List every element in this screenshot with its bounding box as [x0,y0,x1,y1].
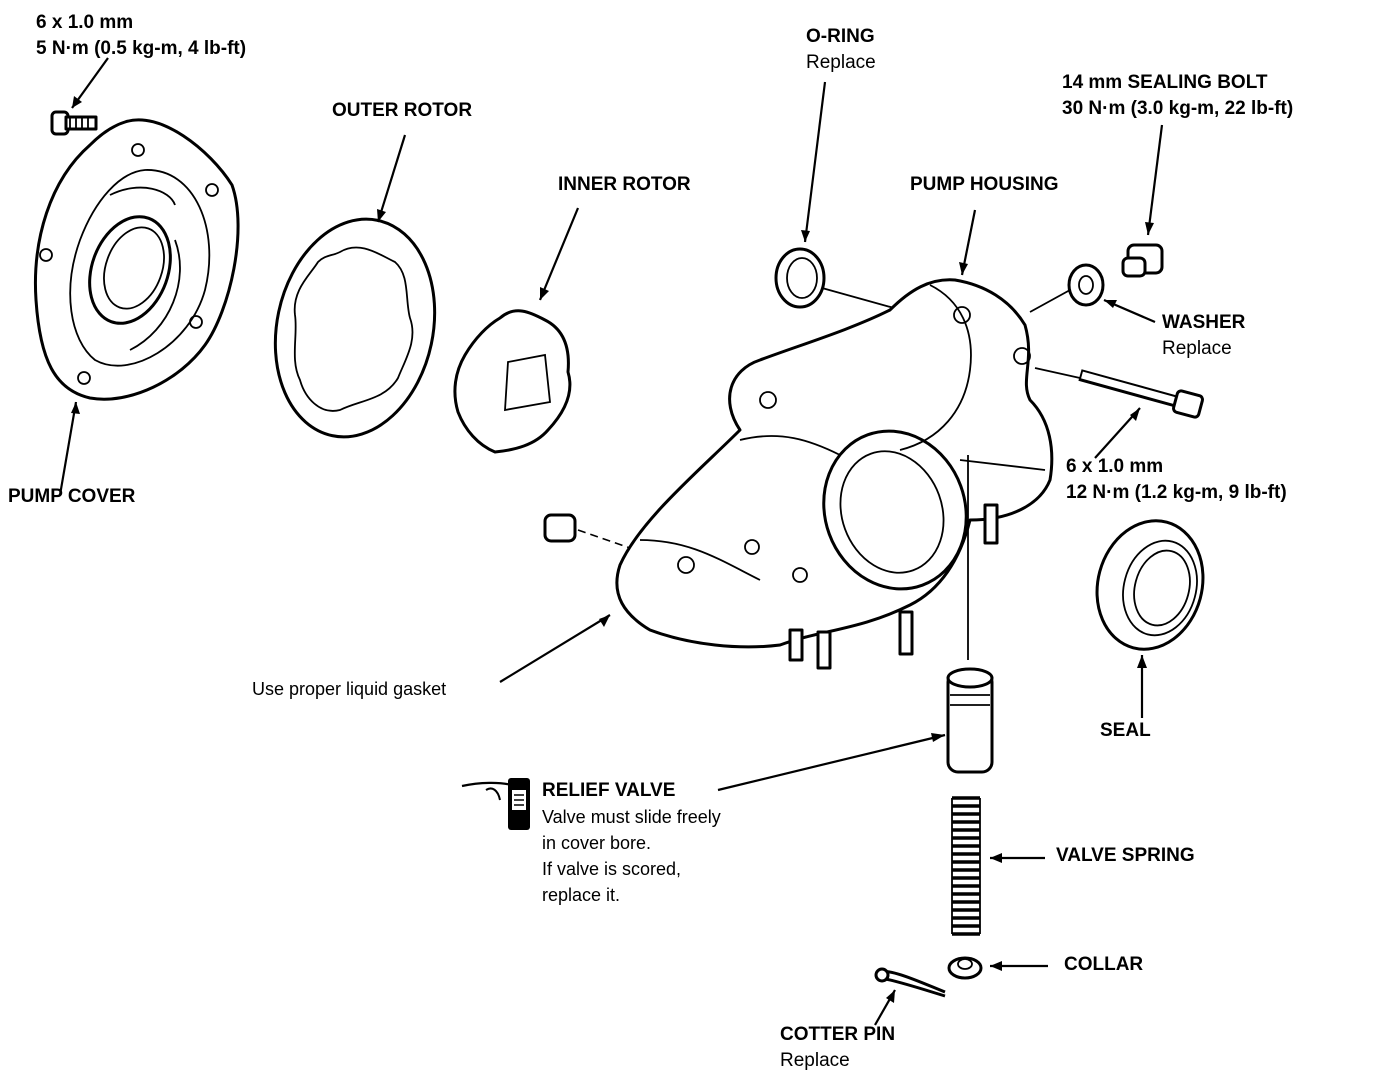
housing-bolt-alignment-line [1034,367,1081,379]
o-ring-note: Replace [806,52,876,73]
seal [1095,519,1205,651]
pump-cover-leader [58,401,78,496]
housing-bolt-arrowhead [1130,408,1140,421]
valve-spring-arrowhead [990,853,1002,863]
housing-studs [788,503,999,670]
relief-valve-title: RELIEF VALVE [542,780,676,801]
outer-rotor [273,217,437,439]
washer-title: WASHER [1162,312,1246,333]
inner-rotor [453,309,572,454]
liquid-gasket-arrowhead [599,615,610,627]
collar [947,956,983,980]
washer-note: Replace [1162,338,1232,359]
o-ring-title: O-RING [806,26,875,47]
outer-rotor-arrowhead [377,209,386,222]
sealing-bolt-arrowhead [1145,222,1154,235]
cover-bolt-arrowhead [72,96,82,108]
cotter-pin-arrowhead [886,990,895,1003]
pump-housing-label: PUMP HOUSING [910,174,1059,195]
inner-rotor-arrowhead [540,287,549,300]
relief-valve-note-4: replace it. [542,885,621,905]
inner-rotor-leader [538,207,580,301]
valve-spring [950,795,982,936]
housing-bolt-torque: 12 N·m (1.2 kg-m, 9 lb-ft) [1066,482,1287,503]
relief-valve [946,667,994,774]
relief-valve-note-1: Valve must slide freely [542,807,721,827]
collar-arrowhead [990,961,1002,971]
valve-spring-label: VALVE SPRING [1056,845,1195,866]
relief-valve-leader [717,733,946,792]
cover-bolt [50,110,98,136]
liquid-gasket-note: Use proper liquid gasket [252,679,447,699]
sealing-bolt [1121,243,1164,278]
pump-cover [33,118,240,401]
cotter-pin-title: COTTER PIN [780,1024,896,1045]
o-ring-leader [803,81,827,243]
seal-label: SEAL [1100,720,1151,741]
o-ring [774,247,826,309]
seal-arrowhead [1137,655,1147,668]
pump-housing [615,278,1054,649]
dowel-pin [543,513,577,543]
washer-alignment-line [1029,289,1071,313]
liquid-gasket-leader [499,614,611,683]
sealing-bolt-leader [1146,124,1164,236]
washer [1067,263,1105,307]
pump-cover-label: PUMP COVER [8,486,136,507]
housing-bolt-spec: 6 x 1.0 mm 12 N·m (1.2 kg-m, 9 lb-ft) [1066,454,1287,506]
cover-bolt-torque: 5 N·m (0.5 kg-m, 4 lb-ft) [36,38,247,59]
cover-bolt-spec: 6 x 1.0 mm 5 N·m (0.5 kg-m, 4 lb-ft) [36,10,246,62]
sealing-bolt-torque: 30 N·m (3.0 kg-m, 22 lb-ft) [1062,98,1294,119]
collar-label: COLLAR [1064,954,1144,975]
cotter-pin-note: Replace [780,1050,850,1071]
pump-housing-arrowhead [959,262,968,275]
outer-rotor-label: OUTER ROTOR [332,100,473,121]
o-ring-label: O-RING Replace [806,24,876,76]
relief-valve-arrowhead [931,733,945,742]
cover-bolt-size: 6 x 1.0 mm [36,12,134,33]
relief-valve-label: RELIEF VALVE Valve must slide freely in … [542,778,721,908]
relief-valve-note-2: in cover bore. [542,833,652,853]
oil-can-icon [461,778,530,830]
inner-rotor-label: INNER ROTOR [558,174,691,195]
sealing-bolt-spec: 14 mm SEALING BOLT 30 N·m (3.0 kg-m, 22 … [1062,70,1293,122]
cotter-pin [874,967,946,998]
cotter-pin-label: COTTER PIN Replace [780,1022,895,1074]
outer-rotor-leader [376,134,407,223]
housing-bolt [1078,369,1205,419]
dowel-pin-alignment-line [577,529,631,549]
housing-bolt-size: 6 x 1.0 mm [1066,456,1164,477]
washer-arrowhead [1104,300,1117,308]
pump-cover-arrowhead [71,402,80,414]
o-ring-arrowhead [801,230,810,242]
relief-valve-note-3: If valve is scored, [542,859,682,879]
washer-label: WASHER Replace [1162,310,1245,362]
sealing-bolt-title: 14 mm SEALING BOLT [1062,72,1268,93]
